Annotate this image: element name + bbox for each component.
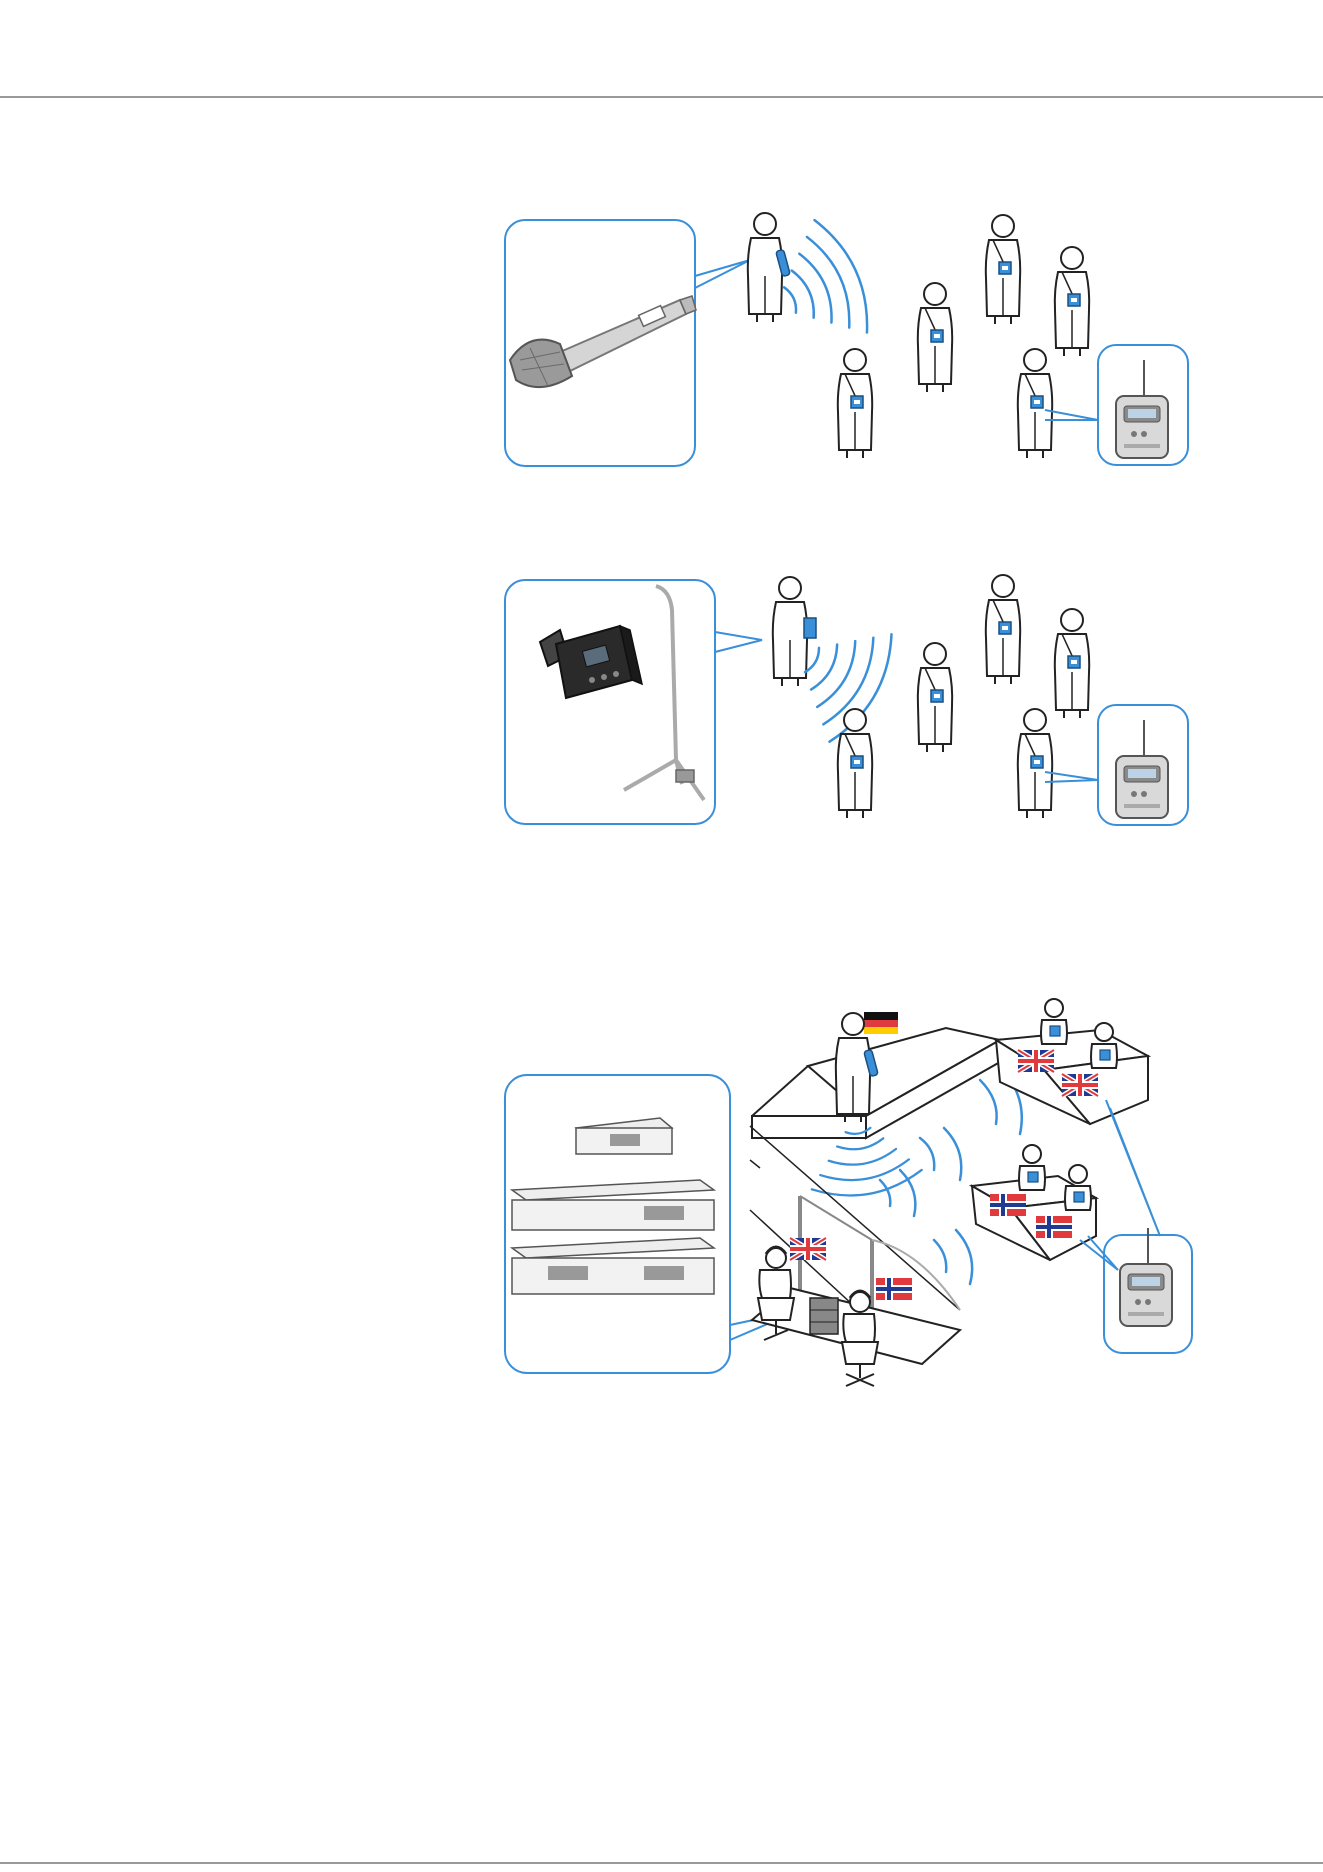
flag-germany-icon	[864, 1012, 898, 1034]
flag-uk-icon	[790, 1238, 826, 1260]
speaker-person-icon	[748, 213, 790, 322]
handheld-microphone-tour-guide-scene	[505, 213, 1188, 466]
listener-person-icon	[838, 215, 1089, 458]
flag-norway-icon	[876, 1278, 912, 1300]
plug-on-transmitter-tour-guide-scene	[505, 575, 1188, 825]
interpretation-booth-scene	[505, 999, 1192, 1386]
footer-rule	[0, 1862, 1323, 1864]
